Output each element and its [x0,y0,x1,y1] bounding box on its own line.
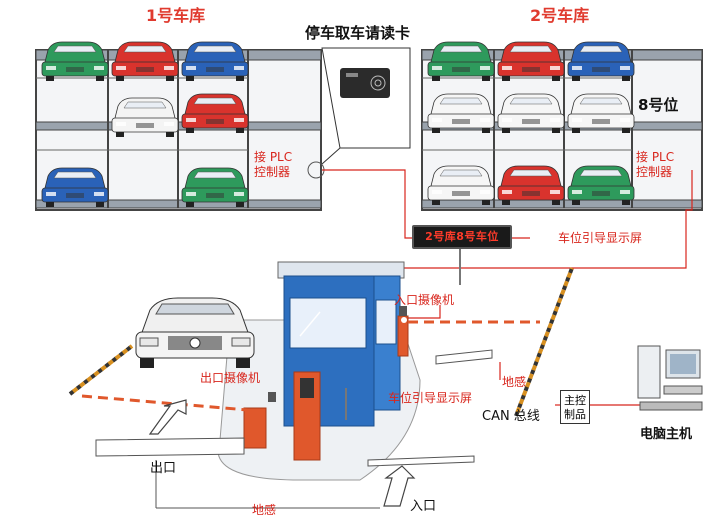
entry-barrier [397,315,540,357]
main-controller-line2: 制品 [564,408,586,421]
exit-label: 出口 [150,461,177,476]
garage-1-title: 1号车库 [146,6,206,25]
garage-2-title: 2号车库 [530,6,590,25]
ground-sensors [95,349,493,467]
garage-2-structure [421,49,703,211]
computer-host [637,345,703,411]
ground-sensor-bottom-label: 地感 [252,503,277,517]
spot-8-label: 8号位 [638,96,679,114]
exit-barrier [81,371,347,461]
led-guide-screen: 2号库8号车位 [412,225,512,249]
exit-car [135,297,255,368]
computer-label: 电脑主机 [640,427,693,442]
entry-label: 入口 [410,499,437,514]
can-bus-label: CAN 总线 [482,409,540,424]
plc-1-line1: 接 PLC [254,150,293,164]
plc-2-line1: 接 PLC [636,150,675,164]
main-controller-box: 主控 制品 [560,390,590,424]
guide-screen-mid-label: 车位引导显示屏 [388,391,473,405]
entry-camera-label: 入口摄像机 [394,293,455,307]
ground-sensor-right-label: 地感 [502,375,527,389]
garage-2-cars [427,41,635,206]
plc-2-line2: 控制器 [636,165,673,179]
plc-1-line2: 控制器 [254,165,291,179]
guide-screen-top-label: 车位引导显示屏 [558,231,643,245]
plc-controller-1: 接 PLC 控制器 [254,150,292,180]
cameras [268,306,407,402]
card-reader [307,47,411,179]
card-reader-title: 停车取车请读卡 [305,24,411,42]
main-controller-line1: 主控 [564,394,586,407]
exit-camera-label: 出口摄像机 [200,371,261,385]
direction-arrows [148,399,416,507]
plc-controller-2: 接 PLC 控制器 [636,150,674,180]
dashed-fences-color [68,267,574,417]
